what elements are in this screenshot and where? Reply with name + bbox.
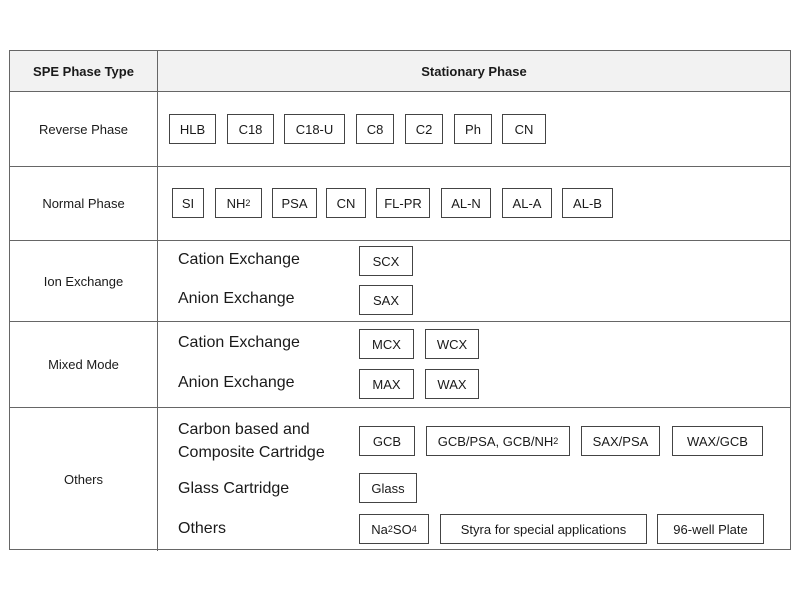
phase-box: CN xyxy=(326,188,366,218)
phase-box: HLB xyxy=(169,114,216,144)
phase-box: WAX/GCB xyxy=(672,426,763,456)
phase-box-text: GCB/PSA, GCB/NH xyxy=(437,433,554,449)
phase-box: CN xyxy=(502,114,546,144)
phase-box: Ph xyxy=(454,114,492,144)
phase-box: SI xyxy=(172,188,204,218)
phase-box: C18 xyxy=(227,114,274,144)
others-sub-label: Others xyxy=(178,520,227,537)
phase-box-text: Na xyxy=(371,521,388,537)
ion-exchange-label: Ion Exchange xyxy=(43,273,124,289)
phase-box: WCX xyxy=(425,329,479,359)
table-header: SPE Phase Type Stationary Phase xyxy=(10,51,790,92)
phase-box: 96-well Plate xyxy=(657,514,764,544)
carbon-cartridge-label-line1: Carbon based and xyxy=(178,421,310,438)
phase-box: SAX xyxy=(359,285,413,315)
reverse-phase-label: Reverse Phase xyxy=(39,121,128,137)
phase-box-text: NH xyxy=(226,195,246,211)
column-divider xyxy=(157,408,158,551)
phase-box: SAX/PSA xyxy=(581,426,660,456)
phase-box: FL-PR xyxy=(376,188,430,218)
phase-box: AL-N xyxy=(441,188,491,218)
cation-exchange-label: Cation Exchange xyxy=(178,251,300,268)
phase-box: MAX xyxy=(359,369,414,399)
row-reverse-phase: Reverse Phase HLB C18 C18-U C8 C2 Ph CN xyxy=(10,92,790,167)
cation-exchange-label: Cation Exchange xyxy=(178,334,300,351)
phase-box: C18-U xyxy=(284,114,345,144)
mixed-mode-label: Mixed Mode xyxy=(48,357,119,372)
phase-box: C8 xyxy=(356,114,394,144)
phase-box: GCB xyxy=(359,426,415,456)
phase-box: AL-B xyxy=(562,188,613,218)
header-phase-type: SPE Phase Type xyxy=(33,63,134,79)
carbon-cartridge-label-line2: Composite Cartridge xyxy=(178,444,325,461)
row-others: Others Carbon based and Composite Cartri… xyxy=(10,408,790,551)
column-divider xyxy=(157,241,158,321)
row-mixed-mode: Mixed Mode Cation Exchange Anion Exchang… xyxy=(10,322,790,408)
glass-cartridge-label: Glass Cartridge xyxy=(178,480,290,497)
column-divider xyxy=(157,51,158,91)
anion-exchange-label: Anion Exchange xyxy=(178,290,295,307)
column-divider xyxy=(157,167,158,240)
column-divider xyxy=(157,322,158,407)
anion-exchange-label: Anion Exchange xyxy=(178,374,295,391)
phase-box: AL-A xyxy=(502,188,552,218)
phase-box: WAX xyxy=(425,369,479,399)
phase-box: Glass xyxy=(359,473,417,503)
phase-box-text: SO xyxy=(392,521,412,537)
phase-box: Styra for special applications xyxy=(440,514,647,544)
phase-box: SCX xyxy=(359,246,413,276)
phase-box: MCX xyxy=(359,329,414,359)
normal-phase-label: Normal Phase xyxy=(42,196,125,211)
phase-box: C2 xyxy=(405,114,443,144)
others-label: Others xyxy=(63,472,103,487)
phase-box: PSA xyxy=(272,188,317,218)
spe-table: SPE Phase Type Stationary Phase Reverse … xyxy=(9,50,791,551)
row-ion-exchange: Ion Exchange Cation Exchange Anion Excha… xyxy=(10,241,790,322)
column-divider xyxy=(157,92,158,166)
header-stationary-phase: Stationary Phase xyxy=(421,63,527,79)
